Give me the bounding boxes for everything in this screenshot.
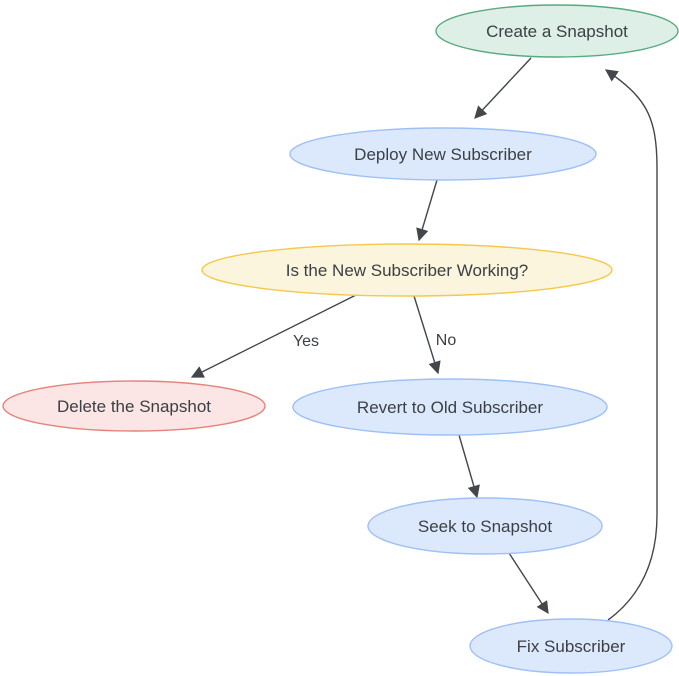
node-deploy-new-subscriber: Deploy New Subscriber (289, 127, 597, 181)
node-is-new-subscriber-working: Is the New Subscriber Working? (201, 243, 613, 297)
node-delete-snapshot: Delete the Snapshot (2, 380, 266, 432)
node-revert-old-subscriber: Revert to Old Subscriber (292, 378, 608, 436)
node-create-snapshot-shape (435, 4, 679, 58)
edge-working-to-revert-no (413, 295, 441, 375)
node-fix-subscriber-shape (469, 618, 673, 674)
node-is-new-subscriber-working-shape (201, 243, 613, 297)
edge-seek-to-fix (508, 552, 549, 615)
node-deploy-new-subscriber-shape (289, 127, 597, 181)
node-delete-snapshot-label: Delete the Snapshot (57, 397, 211, 416)
node-delete-snapshot-shape (2, 380, 266, 432)
edge-create-to-deploy (474, 57, 532, 119)
node-seek-snapshot-label: Seek to Snapshot (418, 517, 552, 536)
node-is-new-subscriber-working-label: Is the New Subscriber Working? (286, 261, 529, 280)
node-revert-old-subscriber-shape (292, 378, 608, 436)
node-create-snapshot: Create a Snapshot (435, 4, 679, 58)
node-revert-old-subscriber-label: Revert to Old Subscriber (357, 398, 543, 417)
edge-label-yes: Yes (293, 333, 319, 350)
edge-working-to-delete-yes (190, 294, 357, 378)
node-fix-subscriber: Fix Subscriber (469, 618, 673, 674)
edge-label-no: No (436, 332, 457, 349)
node-deploy-new-subscriber-label: Deploy New Subscriber (354, 145, 532, 164)
node-fix-subscriber-label: Fix Subscriber (517, 637, 626, 656)
edge-fix-to-create-loop (604, 69, 658, 621)
node-seek-snapshot: Seek to Snapshot (367, 497, 603, 555)
edge-layer (190, 57, 658, 621)
edge-revert-to-seek (458, 434, 480, 499)
node-create-snapshot-label: Create a Snapshot (486, 22, 628, 41)
node-seek-snapshot-shape (367, 497, 603, 555)
edge-deploy-to-working (416, 179, 438, 242)
